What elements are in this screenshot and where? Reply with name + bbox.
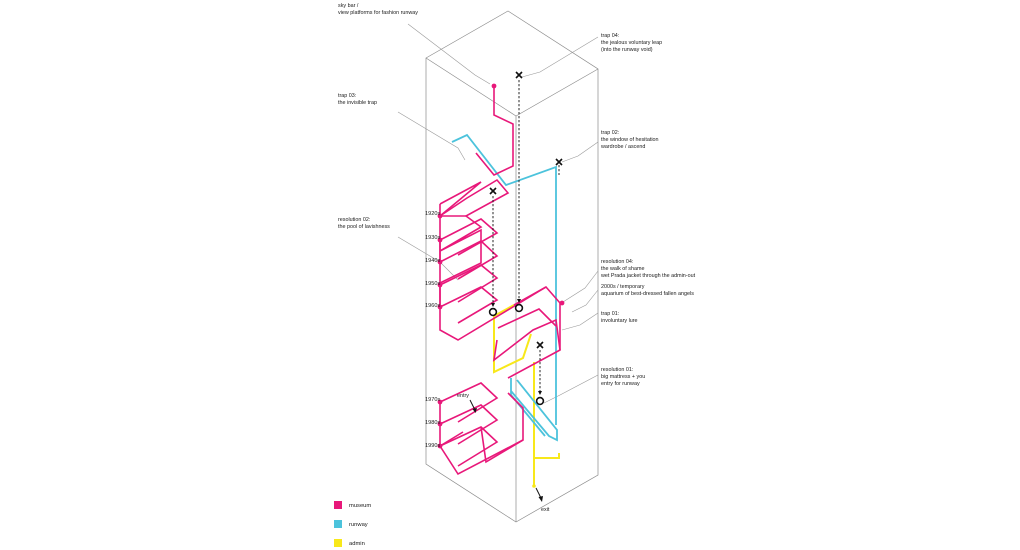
temporary-aquarium-label: 2000s / temporary aquarium of best-dress… [601,284,694,297]
resolution01-label: resolution 01: big mattress + you entry … [601,367,647,387]
trap03-label: trap 03: the invisible trap [338,93,377,106]
legend-swatch-museum [334,501,342,509]
annotation-labels: sky bar / view platforms for fashion run… [338,3,696,387]
legend: museum runway admin [334,501,371,547]
decade-label: 1950s [425,281,440,287]
trap01-label: trap 01: involuntary lure [601,311,638,324]
trap02-label: trap 02: the window of hesitation wardro… [600,130,660,150]
drop-arrowheads [491,299,542,395]
decade-label: 1940s [425,258,440,264]
x-marks [489,71,563,349]
legend-swatch-runway [334,520,342,528]
resolution04-label: resolution 04: the walk of shame wet Pra… [600,259,696,279]
decade-label: 1960s [425,303,440,309]
legend-swatch-admin [334,539,342,547]
legend-label-admin: admin [349,541,365,547]
mattress-ring-icon [535,396,545,406]
decade-label: 1930s [425,235,440,241]
trap04-x-icon [515,71,523,79]
legend-label-museum: museum [349,503,371,509]
pool-ring-icon [488,307,498,317]
decade-label: 1920s [425,211,440,217]
exit-label: exit [541,507,550,513]
trap-drops [492,80,560,394]
landing-rings [488,303,545,406]
decade-label: 1990s [425,443,440,449]
sky-bar-label: sky bar / view platforms for fashion run… [338,3,418,16]
trap04-label: trap 04: the jealous voluntary leap (int… [601,33,664,53]
museum-nodes [437,83,565,449]
decade-labels: 1920s 1930s 1940s 1950s 1960s 1970s 1980… [425,211,440,449]
decade-label: 1970s [425,397,440,403]
exit-arrow-icon [535,487,543,502]
admin-exit-node [532,484,536,488]
trap01-x-icon [536,341,544,349]
decade-label: 1980s [425,420,440,426]
admin-path [493,304,560,488]
legend-label-runway: runway [349,522,368,528]
entry-label: entry [457,393,469,399]
trap03-x-icon [489,187,497,195]
museum-path [439,86,561,476]
resolution02-label: resolution 02: the pool of lavishness [338,217,390,230]
entry-arrow-icon [469,399,477,413]
aquarium-ring-icon [514,303,524,313]
trap02-x-icon [555,158,563,166]
leader-lines [397,23,599,404]
